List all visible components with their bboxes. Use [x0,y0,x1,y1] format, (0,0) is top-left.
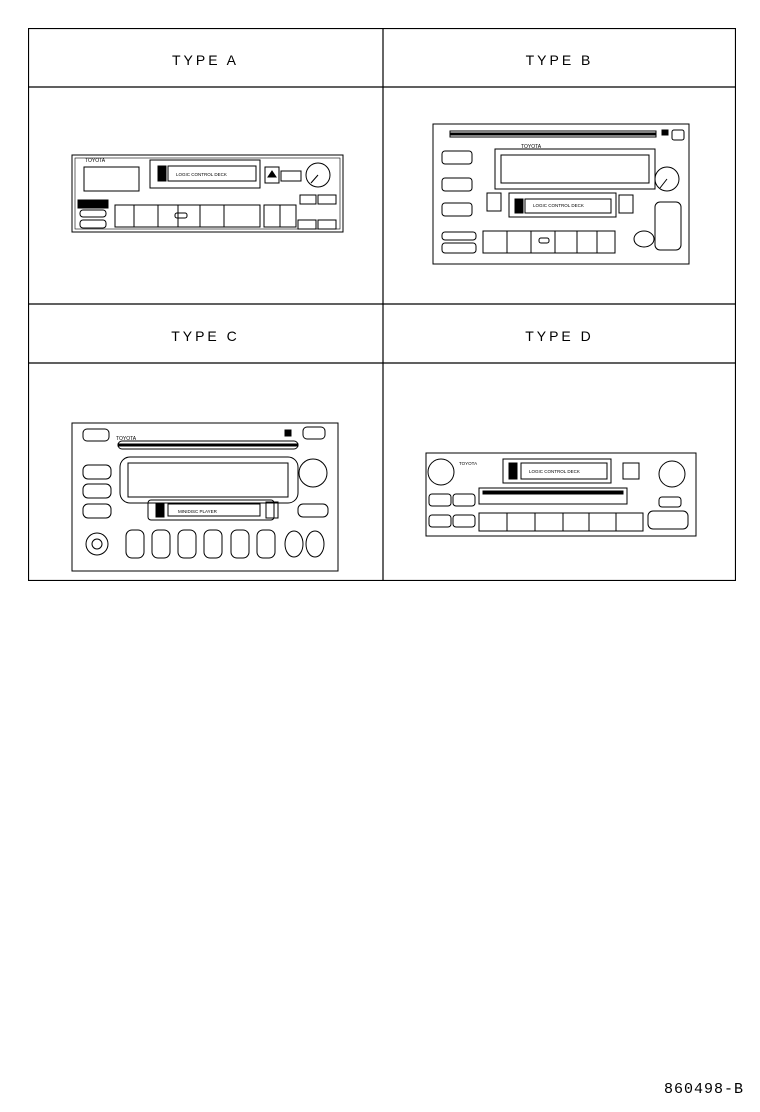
radio-a-deck-label: LOGIC CONTROL DECK [176,172,227,177]
radio-c-brand: TOYOTA [116,436,137,442]
type-comparison-table: TYPE A TYPE B TYPE C TYPE D [28,28,736,581]
figure-id: 860498-B [663,1081,744,1098]
header-cell-type-a: TYPE A [28,28,383,87]
header-cell-type-b: TYPE B [383,28,736,87]
table-grid-lines [28,28,736,581]
type-b-label: TYPE B [525,52,594,68]
image-cell-type-a: TOYOTA LOGIC CONTROL DECK [28,87,383,304]
header-cell-type-c: TYPE C [28,304,383,363]
radio-type-c-drawing: TOYOTA MINIDISC PLAYER [71,422,339,572]
radio-type-d-drawing: TOYOTA LOGIC CONTROL DECK [425,452,697,537]
image-cell-type-d: TOYOTA LOGIC CONTROL DECK [383,363,736,581]
radio-a-brand: TOYOTA [85,158,106,164]
radio-type-b-drawing: TOYOTA LOGIC CONTROL DECK [432,123,690,265]
type-c-label: TYPE C [171,328,240,344]
type-a-label: TYPE A [171,52,240,68]
type-d-label: TYPE D [525,328,594,344]
radio-c-deck-label: MINIDISC PLAYER [178,509,218,514]
image-cell-type-c: TOYOTA MINIDISC PLAYER [28,363,383,581]
radio-d-brand: TOYOTA [459,461,477,466]
radio-type-a-drawing: TOYOTA LOGIC CONTROL DECK [71,154,344,233]
header-cell-type-d: TYPE D [383,304,736,363]
radio-d-deck-label: LOGIC CONTROL DECK [529,469,580,474]
radio-b-brand: TOYOTA [521,144,542,150]
image-cell-type-b: TOYOTA LOGIC CONTROL DECK [383,87,736,304]
radio-b-deck-label: LOGIC CONTROL DECK [533,203,584,208]
